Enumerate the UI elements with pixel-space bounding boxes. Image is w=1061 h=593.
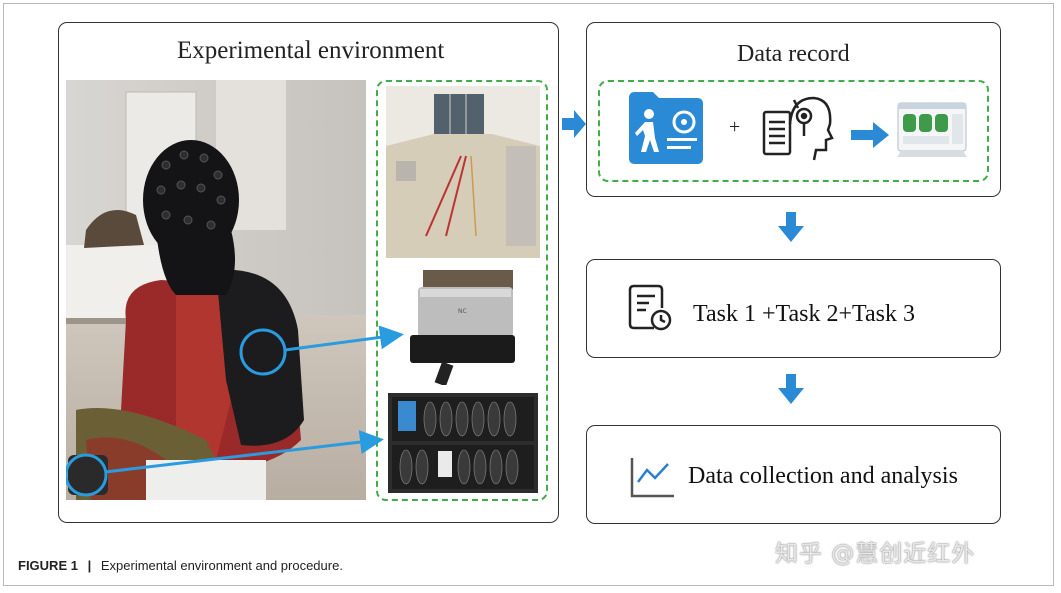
caption-label: FIGURE 1 (18, 558, 78, 573)
arrow-right-icon (851, 122, 889, 148)
tasks-label: Task 1 +Task 2+Task 3 (693, 301, 915, 327)
arrow-right-icon (562, 110, 586, 138)
tasks-panel (586, 259, 1001, 358)
figure-caption: FIGURE 1 | Experimental environment and … (18, 558, 343, 573)
software-window-icon (897, 102, 967, 157)
arrow-down-icon (778, 374, 804, 404)
plus-sign: + (729, 116, 741, 138)
caption-separator: | (87, 558, 92, 573)
panel-title: Experimental environment (177, 37, 445, 64)
fnirs-device-photo: NC (388, 265, 538, 385)
analysis-panel (586, 425, 1001, 524)
panel-title: Data record (737, 41, 850, 67)
arrow-down-icon (778, 212, 804, 242)
device-photos-group (376, 80, 548, 501)
svg-text:NC: NC (458, 308, 467, 315)
caption-text: Experimental environment and procedure. (100, 558, 343, 573)
document-head-icon (762, 96, 834, 161)
walking-person-id-card-icon (629, 92, 703, 164)
watermark: 知乎 @慧创近红外 (775, 541, 976, 567)
analysis-label: Data collection and analysis (688, 463, 958, 489)
foot-sensors-photo (388, 393, 538, 493)
data-record-icons-group (598, 80, 989, 182)
task-document-clock-icon (628, 284, 672, 331)
line-chart-icon (630, 458, 674, 498)
corridor-photo (386, 86, 540, 258)
figure-frame (3, 3, 1054, 586)
